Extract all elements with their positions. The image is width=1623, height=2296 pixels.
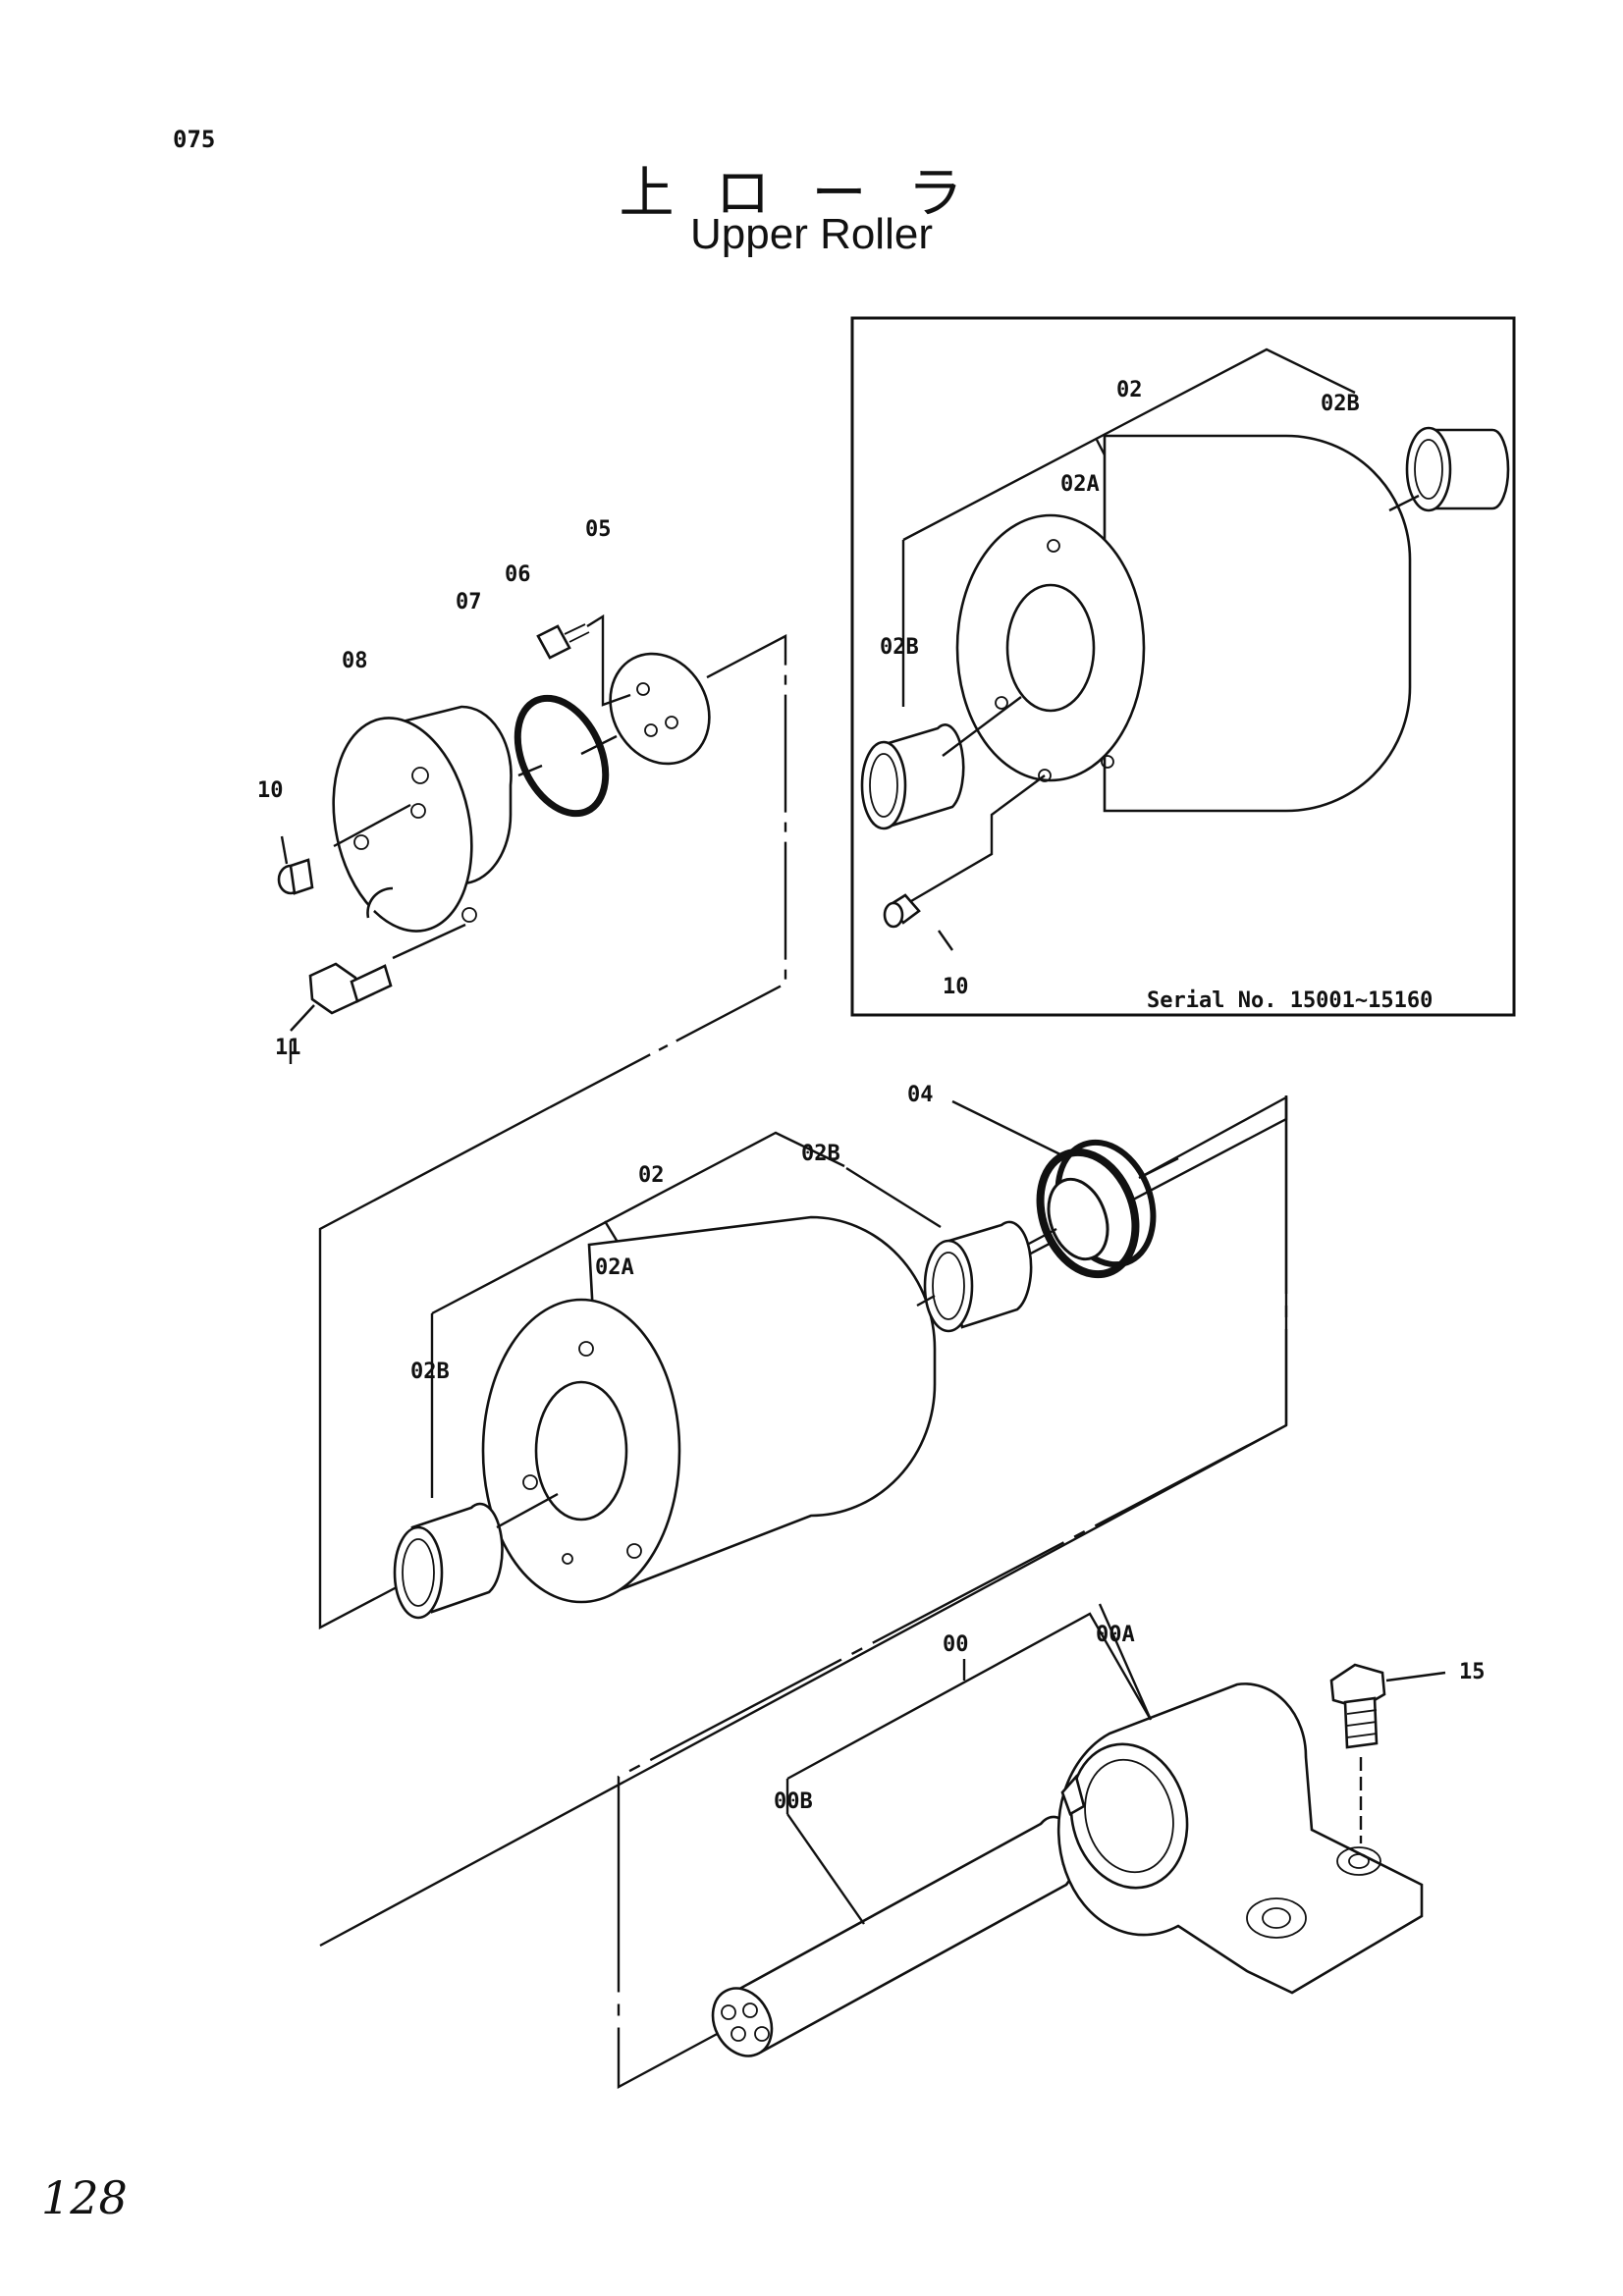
label-02: 02 (638, 1163, 665, 1188)
cover-plate-05 (609, 652, 711, 766)
label-00A: 00A (1096, 1623, 1135, 1647)
label-00: 00 (943, 1632, 969, 1657)
shaft-00B (711, 1815, 1077, 2057)
inset-label-02: 02 (1116, 378, 1143, 402)
inset-panel (850, 316, 1516, 1017)
bolt-11 (308, 962, 393, 1015)
label-02B-left: 02B (410, 1360, 450, 1384)
label-10: 10 (257, 778, 284, 803)
label-02B-right: 02B (801, 1142, 840, 1166)
handwritten-page-number: 128 (41, 2171, 128, 2224)
title-english: Upper Roller (690, 210, 933, 258)
inset-label-10: 10 (943, 975, 969, 999)
inset-bushing-right (1405, 426, 1510, 512)
bushing-02B-left (393, 1502, 504, 1620)
title-japanese: 上ローラ (619, 162, 1004, 226)
bolt-15 (1329, 1663, 1386, 1749)
label-02A: 02A (595, 1255, 634, 1280)
inset-label-02B-left: 02B (880, 635, 919, 660)
plug-10 (277, 858, 314, 895)
upper-assembly (277, 614, 787, 1109)
label-15: 15 (1459, 1660, 1486, 1684)
inset-label-02A: 02A (1060, 472, 1100, 497)
floating-seal-04 (1036, 1139, 1157, 1279)
middle-assembly (318, 1095, 1288, 1948)
bushing-02B-right (923, 1220, 1033, 1333)
screw-06 (536, 623, 590, 660)
page-number: 075 (173, 126, 216, 153)
label-07: 07 (456, 590, 482, 614)
label-11: 11 (275, 1036, 301, 1060)
inset-label-02B-right: 02B (1321, 392, 1360, 416)
label-00B: 00B (774, 1789, 813, 1814)
end-cover-08 (332, 705, 513, 933)
inset-roller-body (955, 434, 1412, 813)
label-06: 06 (505, 562, 531, 587)
inset-bushing-left (860, 723, 965, 830)
label-05: 05 (585, 517, 612, 542)
inset-serial-number: Serial No. 15001~15160 (1147, 988, 1433, 1013)
inset-plug-10 (883, 893, 921, 929)
lower-assembly (617, 1423, 1446, 2090)
roller-body-02A (481, 1215, 937, 1604)
housing-00A (1056, 1682, 1424, 1995)
o-ring-07 (514, 694, 610, 818)
label-04: 04 (907, 1083, 934, 1107)
label-08: 08 (342, 649, 368, 673)
